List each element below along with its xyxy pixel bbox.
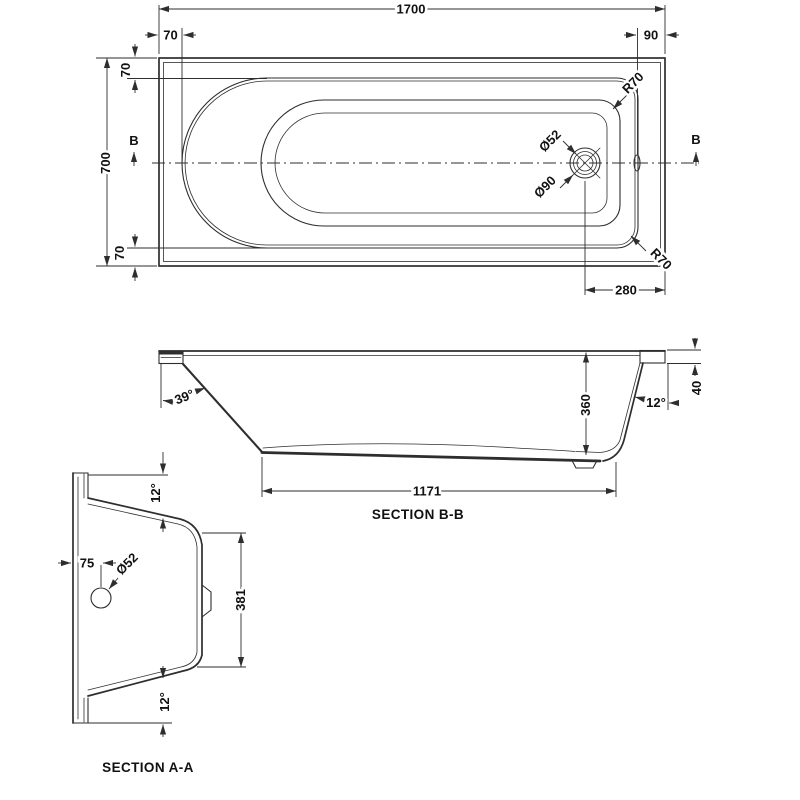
dim-right-end-width: 90 [624,25,679,155]
dim-label: 381 [233,589,248,611]
overflow-bump [201,584,212,618]
overflow-hole [633,154,641,172]
leader-line [108,577,119,590]
leader-line [630,235,647,252]
dim-rim-edge-height: 40 [667,338,707,398]
dim-base-length: 1171 [261,457,617,501]
dim-label: Ø52 [536,127,564,155]
drain-cross-line [569,147,601,179]
section-letter: B [129,133,138,148]
leader-line [559,174,574,189]
section-aa-view: 75 Ø52 381 12° 12° SECTION A-A [58,452,251,775]
dim-internal-depth-aa: 381 [197,532,251,668]
section-marker-left: B [129,133,139,166]
dim-label: Ø90 [531,173,559,201]
foot-slope-outer [602,362,644,462]
leader-waste-diameter: Ø52 [533,124,577,157]
dim-label: 1700 [397,2,426,17]
base-line [260,451,602,463]
angle-arrow [634,396,648,403]
leader-corner-radius-top: R70 [612,67,649,110]
dim-label: 12° [157,692,172,712]
tub-bottom-edge [260,99,621,227]
dim-label: 39° [172,386,196,407]
left-rim-section [158,350,184,365]
section-bb-title: SECTION B-B [372,507,464,522]
leader-line [612,93,629,110]
dim-waste-offset: 75 [58,553,116,573]
dim-bottom-wall-angle: 12° [88,666,175,737]
dim-label: 12° [646,395,666,410]
left-rim-block [158,350,184,365]
dim-label: Ø52 [113,550,141,578]
tub-outer-edge [158,57,666,267]
plan-view: 1700 70 90 700 70 [96,0,701,300]
tub-floor-edge [274,112,608,214]
drain-recess-circle [569,147,601,179]
dim-top-rim-width: 70 [116,44,267,93]
dim-overall-width: 700 [96,57,157,267]
leader-line [562,140,577,155]
tub-outer-edge-inner-line [163,62,661,262]
waste-hole [90,587,112,609]
dim-label: 12° [148,483,163,503]
drain-pocket [571,459,598,469]
angle-arrow [162,398,175,405]
section-marker-right: B [691,132,701,166]
tub-inner-edge-offset [184,80,636,246]
dim-bottom-rim-width: 70 [110,234,267,281]
section-aa-title: SECTION A-A [102,760,194,775]
dim-left-end-width: 70 [145,25,196,163]
top-rim-bar [72,472,89,499]
dim-label: 700 [98,152,113,174]
dim-label: 70 [118,63,133,77]
dim-head-slope-angle: 39° [160,364,206,410]
bottom-rim-bar [72,697,89,724]
dim-label: 75 [80,556,94,571]
dim-overall-length: 1700 [158,0,666,54]
dim-label: 70 [112,246,127,260]
leader-corner-radius-bottom: R70 [630,235,677,275]
foot-slope-inner [575,362,641,453]
section-letter: B [691,132,700,147]
dim-label: 360 [578,394,593,416]
wall-profile-outer [87,497,203,697]
base-far-edge [262,443,576,452]
dim-label: R70 [647,245,674,272]
dim-label: 1171 [413,484,441,499]
dim-label: 90 [644,28,658,43]
right-rim-block [639,349,666,364]
drain-middle-circle [573,151,597,175]
wall-profile-inner [87,503,198,691]
dim-foot-wall-angle: 12° [634,363,679,413]
dim-label: 70 [163,28,177,43]
leader-waste-diameter-aa: Ø52 [108,547,143,590]
dim-label: 40 [689,381,704,395]
head-slope [181,362,264,454]
section-bb-view: 39° 12° 360 40 1171 SECTION B- [158,338,707,522]
dim-waste-to-end: 280 [584,181,666,300]
dim-internal-depth: 360 [576,352,596,455]
dim-top-wall-angle: 12° [88,452,168,532]
dim-label: 280 [615,283,637,298]
angle-arrow [194,387,206,395]
leader-drain-diameter: Ø90 [528,170,574,203]
dim-label: R70 [619,69,646,96]
waste-hole-circle [576,154,594,172]
